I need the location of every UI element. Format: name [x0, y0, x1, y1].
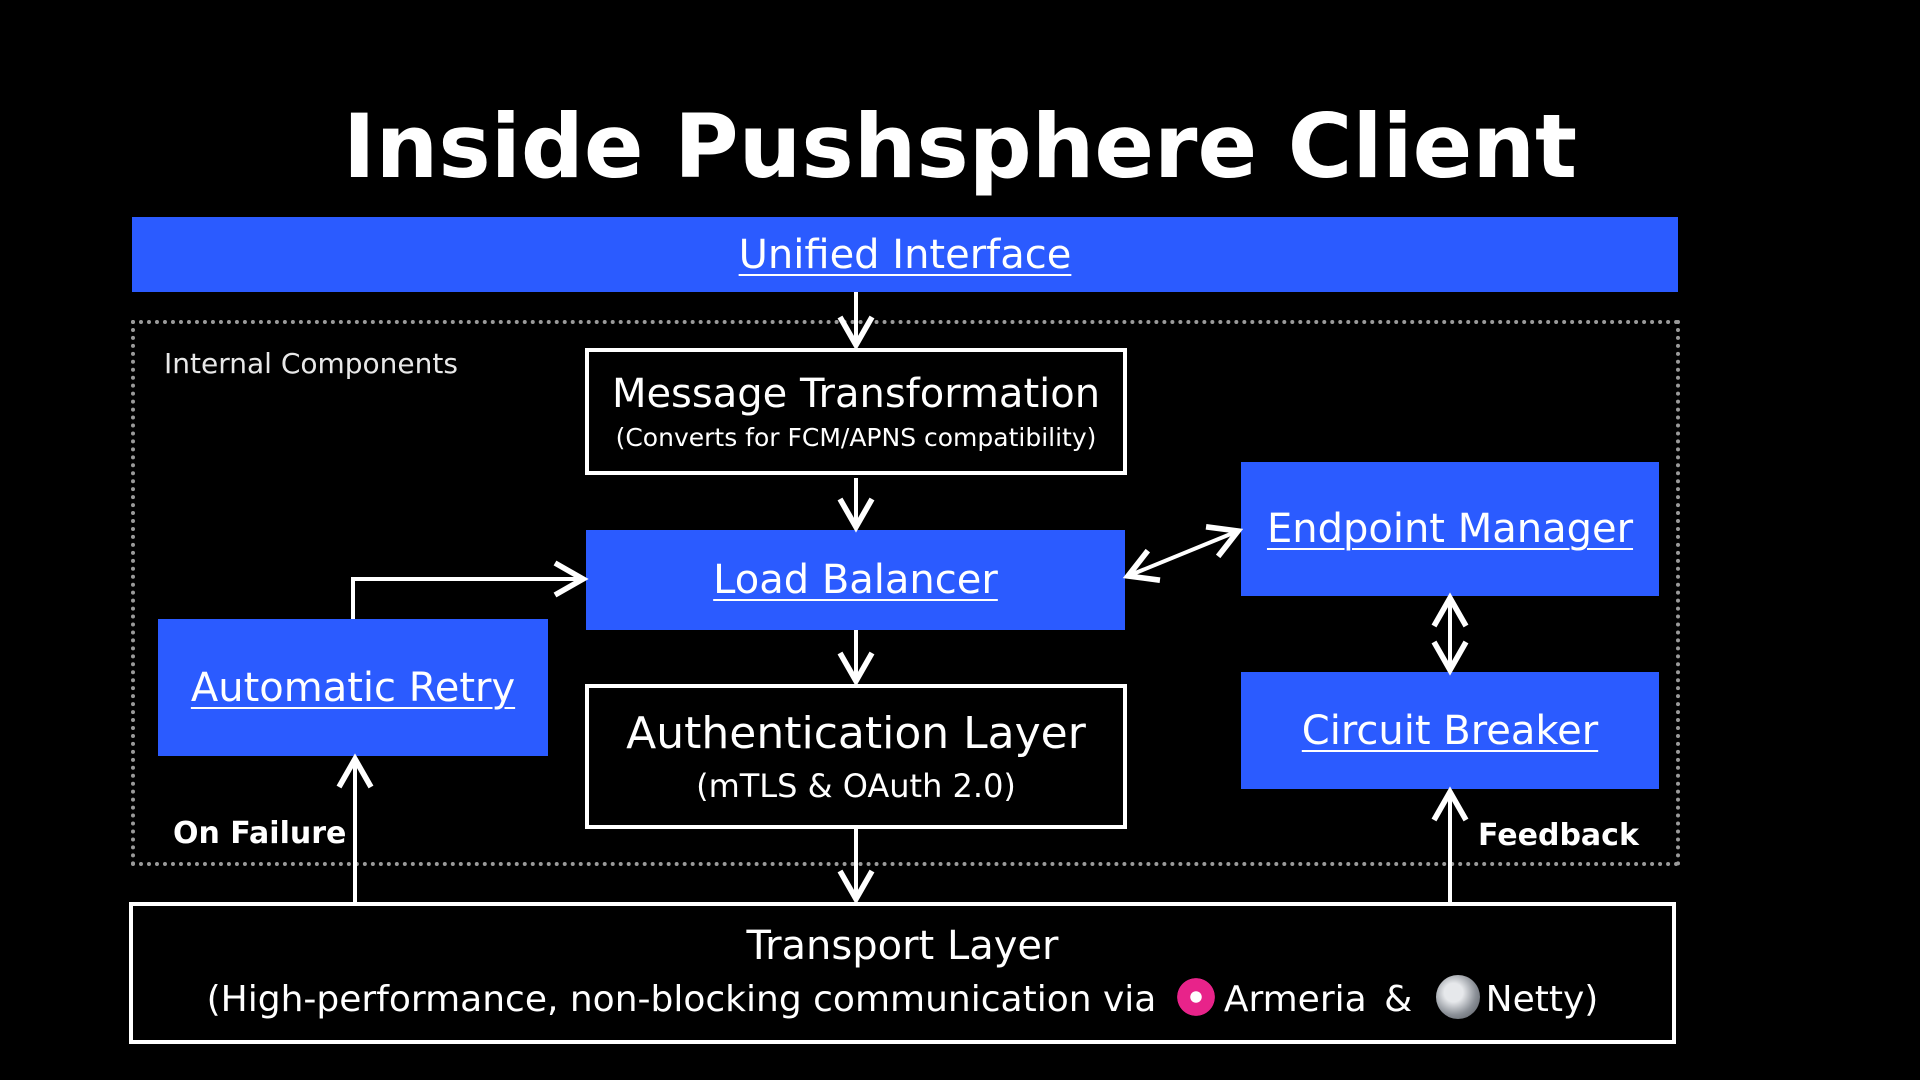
endpoint-manager-box[interactable]: Endpoint Manager	[1241, 462, 1659, 596]
circuit-breaker-link[interactable]: Circuit Breaker	[1301, 707, 1599, 754]
armeria-logo-icon	[1173, 975, 1218, 1019]
transport-layer-subtitle: (High-performance, non-blocking communic…	[206, 975, 1599, 1023]
load-balancer-link[interactable]: Load Balancer	[713, 557, 998, 603]
feedback-label: Feedback	[1478, 818, 1639, 853]
ampersand-label: &	[1384, 979, 1413, 1020]
transport-layer-title: Transport Layer	[746, 923, 1059, 969]
internal-components-group	[131, 320, 1680, 866]
load-balancer-box[interactable]: Load Balancer	[586, 530, 1125, 630]
internal-components-label: Internal Components	[164, 347, 458, 380]
on-failure-label: On Failure	[173, 816, 347, 851]
transport-layer-box: Transport Layer (High-performance, non-b…	[129, 902, 1676, 1044]
armeria-label: Armeria	[1223, 979, 1367, 1020]
arrow-retry-to-loadbalancer	[351, 560, 589, 619]
unified-interface-link[interactable]: Unified Interface	[738, 231, 1072, 278]
arrow-loadbalancer-endpoint	[1122, 524, 1244, 583]
page-title: Inside Pushsphere Client	[342, 95, 1578, 198]
authentication-layer-title: Authentication Layer	[626, 708, 1086, 759]
endpoint-manager-link[interactable]: Endpoint Manager	[1266, 506, 1634, 552]
authentication-layer-subtitle: (mTLS & OAuth 2.0)	[696, 767, 1016, 805]
netty-logo-icon	[1435, 975, 1480, 1019]
transport-layer-prefix: (High-performance, non-blocking communic…	[206, 979, 1157, 1020]
message-transformation-subtitle: (Converts for FCM/APNS compatibility)	[615, 423, 1097, 452]
automatic-retry-box[interactable]: Automatic Retry	[158, 619, 548, 756]
message-transformation-title: Message Transformation	[611, 371, 1101, 417]
automatic-retry-link[interactable]: Automatic Retry	[190, 664, 516, 711]
circuit-breaker-box[interactable]: Circuit Breaker	[1241, 672, 1659, 789]
unified-interface-box[interactable]: Unified Interface	[132, 217, 1678, 292]
netty-label: Netty)	[1485, 979, 1599, 1020]
